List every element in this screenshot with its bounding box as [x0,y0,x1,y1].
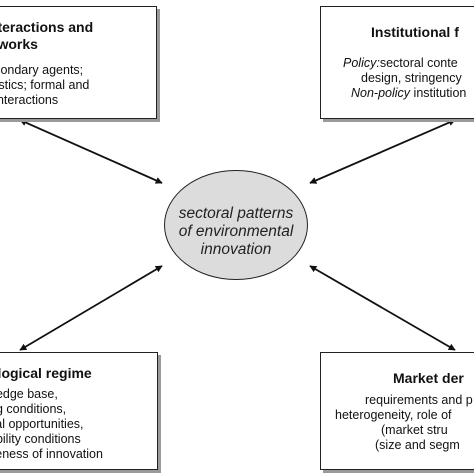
interactions-box-line3: secondary agents; [0,63,84,77]
market-demand-box: Market der requirements and p heterogene… [320,352,474,470]
market-box-line3: heterogeneity, role of [335,408,452,422]
regime-box-line5: ability conditions [0,432,81,446]
institutional-framework-box: Institutional f Policy:sectoral conte de… [320,6,474,119]
regime-box-line2: rledge base, [0,387,58,401]
institutional-box-title: Institutional f [371,24,459,40]
non-policy-label: Non-policy [351,86,411,100]
center-ellipse: sectoral patterns of environmental innov… [164,170,308,280]
institutional-box-line2: Policy:sectoral conte [343,56,458,71]
non-policy-text: institution [410,86,467,100]
market-box-line4: (market stru [381,423,448,437]
arrow-top-left [19,119,163,184]
regime-box-line6: veness of innovation [0,447,103,461]
center-label-line2: of environmental [178,223,294,240]
center-label-line1: sectoral patterns [178,205,294,222]
interactions-box-title-line1: Interactions and [0,19,94,35]
regime-box-line3: ng conditions, [0,402,67,416]
arrow-top-right [309,119,456,184]
interactions-networks-box: Interactions and etworks secondary agent… [0,6,157,119]
market-box-title: Market der [393,370,464,386]
institutional-box-line3: design, stringency [361,71,462,85]
interactions-box-line4: teristics; formal and [0,78,90,92]
policy-label: Policy: [343,56,380,70]
arrow-bottom-left [19,265,163,351]
interactions-box-title-line2: etworks [0,36,38,52]
institutional-box-line4: Non-policy institution [351,86,466,101]
regime-box-title: ological regime [0,365,92,381]
market-box-line2: requirements and p [365,393,473,407]
market-box-line5: (size and segm [375,438,460,452]
regime-box-line4: cal opportunities, [0,417,84,431]
interactions-box-line5: al interactions [0,93,59,107]
arrow-bottom-right [309,265,456,351]
policy-text: sectoral conte [379,56,458,70]
technological-regime-box: ological regime rledge base, ng conditio… [0,352,158,470]
center-label-line3: innovation [200,241,272,258]
